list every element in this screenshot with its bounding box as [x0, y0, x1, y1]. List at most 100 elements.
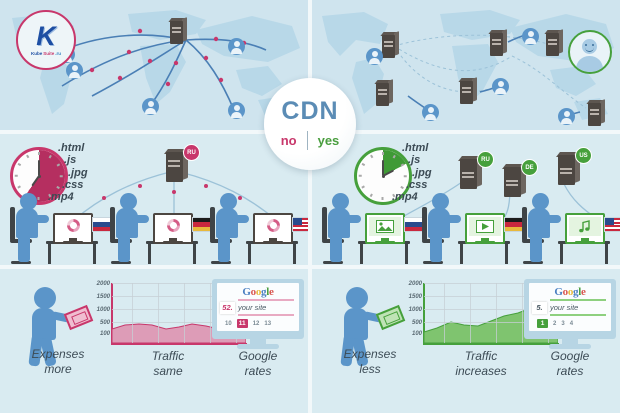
server-badge-us: US [575, 147, 592, 164]
google-logo-letter: e [581, 286, 586, 298]
map-user-avatar [492, 78, 509, 95]
map-user-avatar [142, 98, 159, 115]
client-monitor-video-loaded [465, 213, 505, 244]
cdn-title: CDN [281, 96, 339, 125]
client-workstation-ru [6, 191, 114, 265]
file-type-list-slow: .html .js .jpg .css .mp4 [48, 142, 88, 204]
rank-number: 52. [220, 302, 235, 314]
google-logo-letter: o [250, 286, 257, 298]
origin-server-icon [168, 17, 188, 44]
loading-spinner-icon [266, 218, 280, 232]
caption-google-no-cdn: Google rates [238, 349, 278, 378]
caption-traffic-with-cdn: Traffic increases [455, 349, 507, 378]
logo-mark: K [36, 21, 56, 52]
page-current[interactable]: 1 [537, 319, 548, 328]
google-logo-letter: o [567, 286, 574, 298]
fast-clock-icon [354, 147, 412, 205]
satisfied-user-avatar [568, 30, 612, 74]
map-user-avatar [66, 62, 83, 79]
server-badge-de: DE [521, 159, 538, 176]
map-user-avatar [558, 108, 575, 125]
map-user-avatar [522, 28, 539, 45]
edge-server-icon [488, 29, 508, 56]
panel-mid-left-slow-delivery: .html .js .jpg .css .mp4 RU [0, 134, 308, 265]
client-workstation-us [518, 191, 620, 265]
google-logo-letter: o [562, 286, 569, 298]
page-link[interactable]: 3 [561, 320, 565, 327]
panel-bottom-left-results-no-cdn: Expenses more 2000 1500 1000 500 100 [0, 269, 308, 413]
panel-bottom-right-results-with-cdn: Expenses less 2000 1500 1000 500 100 [312, 269, 620, 413]
edge-server-icon [458, 77, 478, 104]
caption-expenses-no-cdn: Expenses more [31, 347, 85, 376]
music-note-icon [579, 220, 590, 233]
pagination-no-cdn[interactable]: 10 11 12 13 [225, 319, 271, 328]
google-logo-letter: g [261, 286, 267, 298]
edge-server-icon [544, 29, 564, 56]
cdn-option-yes[interactable]: yes [317, 132, 340, 148]
loading-spinner-icon [66, 218, 80, 232]
google-logo-letter: G [242, 286, 251, 298]
rank-number: 5. [532, 302, 547, 314]
divider-vertical [308, 0, 312, 413]
cdn-center-badge: CDN no yes [264, 78, 356, 170]
loading-spinner-icon [166, 218, 180, 232]
client-workstation-ru [318, 191, 426, 265]
panel-top-right-distributed-cdn [312, 0, 620, 130]
image-icon [376, 220, 394, 233]
site-label: your site [238, 303, 267, 312]
edge-server-icon-ru [458, 154, 484, 190]
client-monitor-music-loaded [565, 213, 605, 244]
pagination-with-cdn[interactable]: 1 2 3 4 [537, 319, 573, 328]
page-link[interactable]: 12 [252, 320, 260, 327]
flag-us-icon [604, 217, 620, 232]
server-badge-ru: RU [477, 151, 494, 168]
map-user-avatar [366, 48, 383, 65]
google-logo: Google [217, 286, 299, 298]
cdn-option-no[interactable]: no [280, 132, 297, 148]
video-play-icon [476, 220, 494, 233]
cdn-options: no yes [280, 130, 340, 150]
client-monitor-loading [253, 213, 293, 244]
google-logo-letter: o [255, 286, 262, 298]
client-monitor-loading [153, 213, 193, 244]
client-monitor-image-loaded [365, 213, 405, 244]
google-logo-letter: e [269, 286, 274, 298]
edge-server-icon-de [502, 162, 528, 198]
client-workstation-de [106, 191, 214, 265]
client-monitor-loading [53, 213, 93, 244]
map-user-avatar [228, 38, 245, 55]
page-link[interactable]: 4 [569, 320, 574, 327]
client-workstation-de [418, 191, 526, 265]
google-logo: Google [529, 286, 611, 298]
server-badge-ru: RU [183, 144, 200, 161]
google-logo-letter: G [554, 286, 563, 298]
search-result-row[interactable]: 52. your site [220, 299, 296, 316]
origin-server-icon-ru [164, 147, 190, 183]
google-results-screen-with-cdn: Google 5. your site 1 2 3 4 [524, 279, 616, 351]
google-logo-letter: l [266, 286, 270, 298]
site-label: your site [550, 303, 579, 312]
edge-server-icon [380, 31, 400, 58]
page-link[interactable]: 2 [553, 320, 557, 327]
caption-traffic-no-cdn: Traffic same [151, 349, 185, 378]
panel-mid-right-fast-delivery: .html .js .jpg .css .mp4 RU DE US [312, 134, 620, 265]
page-current[interactable]: 11 [236, 319, 248, 328]
search-result-row[interactable]: 5. your site [532, 299, 608, 316]
slow-clock-icon [10, 147, 68, 205]
caption-expenses-with-cdn: Expenses less [343, 347, 397, 376]
google-results-screen-no-cdn: Google 52. your site 10 11 12 13 [212, 279, 304, 351]
page-link[interactable]: 10 [225, 320, 232, 327]
map-user-avatar [228, 102, 245, 119]
flag-us-icon [292, 217, 308, 232]
page-link[interactable]: 13 [264, 320, 272, 327]
caption-google-with-cdn: Google rates [550, 349, 590, 378]
google-logo-letter: l [578, 286, 582, 298]
edge-server-icon-us [556, 150, 582, 186]
cdn-option-separator [306, 130, 308, 150]
edge-server-icon [374, 79, 394, 106]
client-workstation-us [206, 191, 308, 265]
